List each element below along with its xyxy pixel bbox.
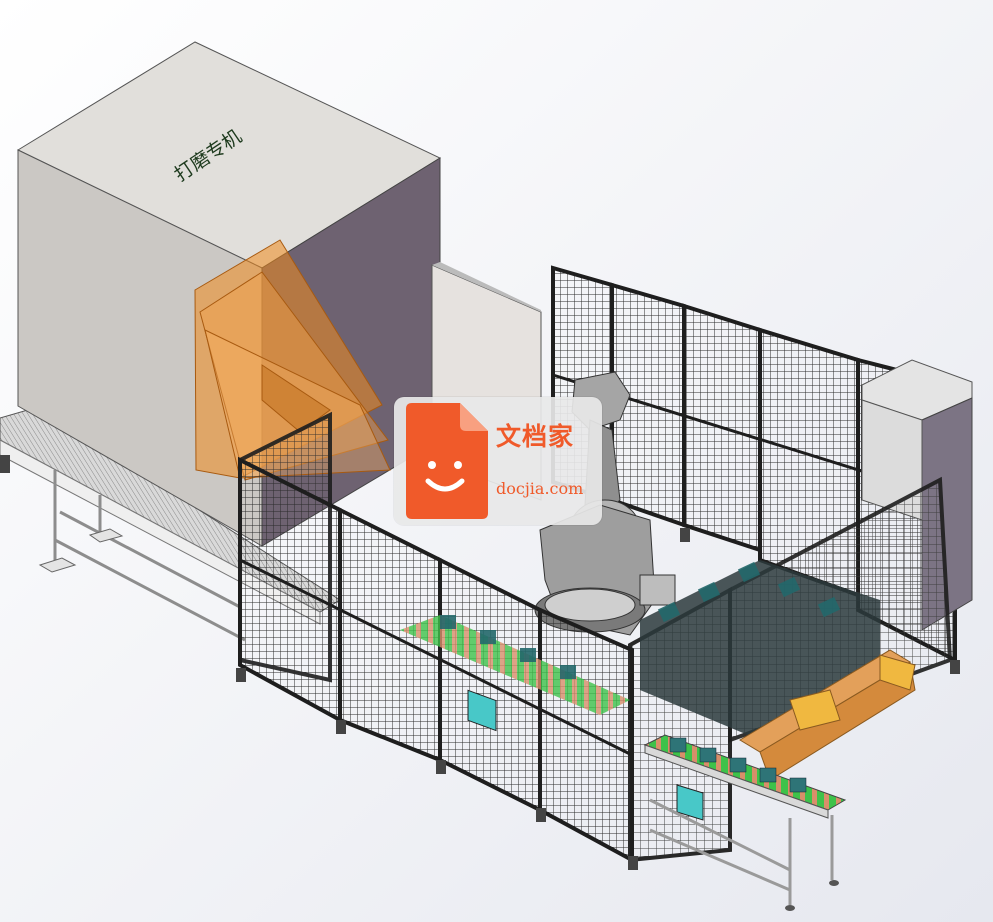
watermark-url: docjia.com <box>496 479 584 498</box>
front-safety-fence <box>238 411 634 864</box>
inner-roller-conveyor <box>400 615 630 732</box>
watermark-badge: 文档家 docjia.com <box>394 397 602 525</box>
fence-feet <box>236 528 960 870</box>
machine-door-panels <box>194 239 391 481</box>
industrial-robot <box>534 371 676 636</box>
outfeed-roller-conveyor <box>643 734 847 911</box>
watermark-title: 文档家 <box>496 422 575 451</box>
document-smile-icon <box>406 403 488 519</box>
wooden-pallet <box>739 649 916 781</box>
